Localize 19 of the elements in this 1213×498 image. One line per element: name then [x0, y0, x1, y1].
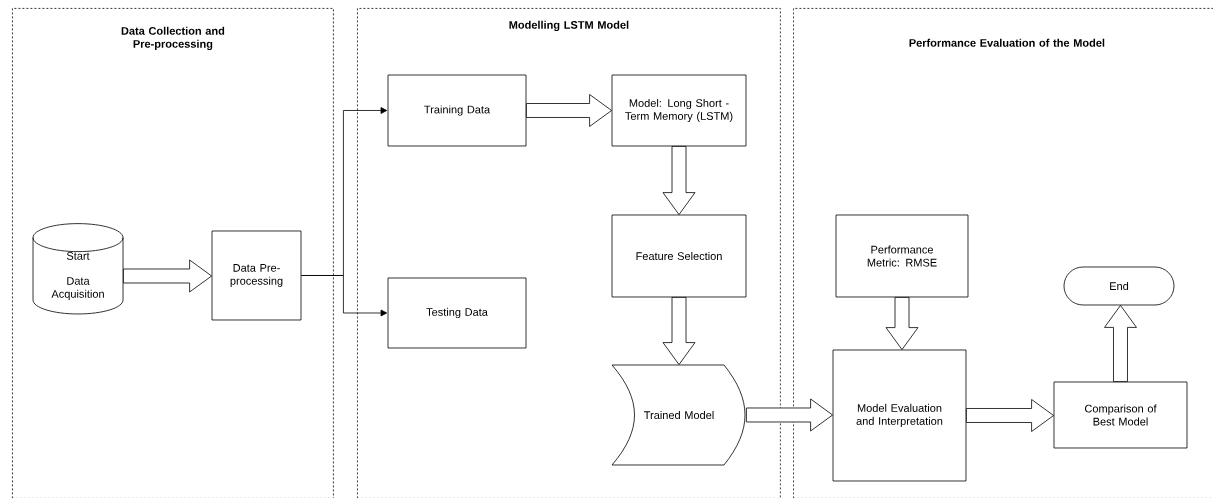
- arrow: [301, 275, 388, 317]
- process-box: Testing Data: [387, 277, 527, 349]
- process-box: Training Data: [387, 74, 527, 147]
- process-box: Feature Selection: [611, 214, 747, 298]
- block-arrow: [885, 297, 919, 350]
- process-box: Model: Long Short - Term Memory (LSTM): [611, 74, 747, 147]
- block-arrow: [526, 94, 612, 127]
- block-arrow: [746, 398, 833, 432]
- database-cylinder: Start Data Acquisition: [32, 223, 124, 315]
- block-arrow: [662, 297, 696, 365]
- terminator: End: [1063, 266, 1175, 306]
- process-box: Model Evaluation and Interpretation: [832, 349, 967, 482]
- process-box: Performance Metric: RMSE: [835, 214, 969, 298]
- process-box: Data Pre-processing: [211, 230, 302, 321]
- block-arrow: [1104, 305, 1137, 382]
- block-arrow: [123, 259, 212, 293]
- block-arrow: [662, 146, 696, 215]
- process-box: Comparison of Best Model: [1053, 381, 1188, 449]
- block-arrow: [966, 399, 1054, 432]
